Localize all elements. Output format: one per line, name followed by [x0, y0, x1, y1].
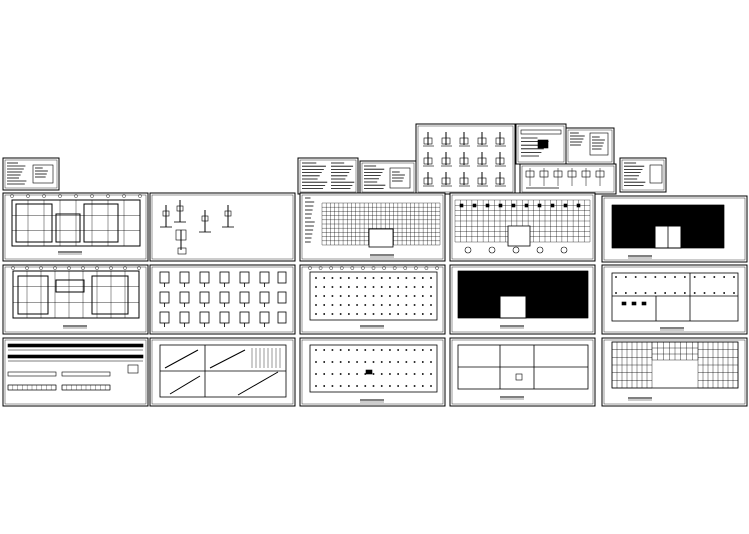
sheet-plan-1 — [2, 192, 149, 262]
sheet-grid-1 — [299, 192, 446, 262]
sheet-layout-5 — [601, 337, 748, 407]
sheet-beam-elevation — [2, 337, 149, 407]
sheet-column-details — [149, 192, 296, 262]
sheet-grid-3 — [601, 195, 748, 263]
sheet-grid-4 — [449, 264, 596, 335]
sheet-notes-small — [2, 157, 60, 191]
sheet-grid-2 — [449, 192, 596, 262]
sheet-notes-a — [297, 157, 359, 195]
sheet-column-schedule — [149, 264, 296, 335]
sheet-detail-grid-top — [415, 123, 516, 195]
sheet-notes-right — [619, 157, 667, 193]
sheet-layout-2 — [601, 264, 748, 335]
sheet-layout-4 — [449, 337, 596, 407]
sheet-detail-mixed-a — [515, 123, 567, 165]
sheet-layout-1 — [299, 264, 446, 335]
sheet-section-details — [149, 337, 296, 407]
sheet-detail-mixed-b — [565, 127, 615, 165]
sheet-layout-3 — [299, 337, 446, 407]
sheet-notes-b — [359, 160, 417, 195]
sheet-plan-2 — [2, 264, 149, 335]
sheet-notes-c — [519, 163, 617, 195]
